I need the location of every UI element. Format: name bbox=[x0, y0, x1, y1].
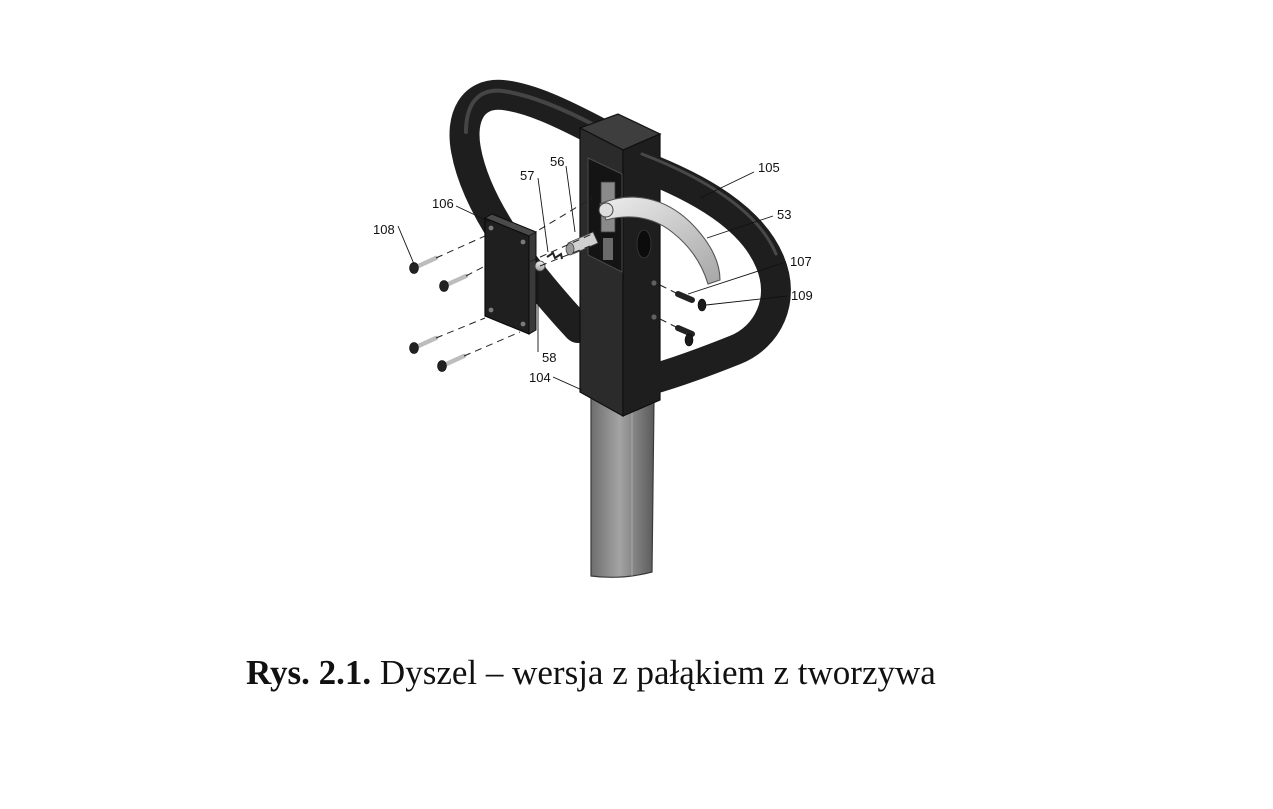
leader-lines bbox=[397, 165, 788, 391]
label-57: 57 bbox=[520, 168, 534, 183]
label-108: 108 bbox=[373, 222, 395, 237]
spring bbox=[546, 251, 563, 260]
screws-107 bbox=[675, 291, 695, 337]
label-109: 109 bbox=[791, 288, 813, 303]
assembly-lines bbox=[435, 197, 679, 357]
label-104: 104 bbox=[529, 370, 551, 385]
figure-caption: Rys. 2.1. Dyszel – wersja z pałąkiem z t… bbox=[246, 652, 936, 694]
caption-number: Rys. 2.1. bbox=[246, 653, 372, 692]
caption-text: Dyszel – wersja z pałąkiem z tworzywa bbox=[379, 653, 936, 692]
roller-pin bbox=[565, 231, 599, 256]
label-105: 105 bbox=[758, 160, 780, 175]
label-107: 107 bbox=[790, 254, 812, 269]
label-58: 58 bbox=[542, 350, 556, 365]
cover-plate bbox=[483, 213, 538, 335]
lever bbox=[598, 196, 721, 285]
label-56: 56 bbox=[550, 154, 564, 169]
nuts-109 bbox=[684, 298, 707, 347]
label-106: 106 bbox=[432, 196, 454, 211]
drawbar-tube bbox=[590, 387, 655, 578]
label-53: 53 bbox=[777, 207, 791, 222]
screws-108 bbox=[409, 255, 469, 372]
